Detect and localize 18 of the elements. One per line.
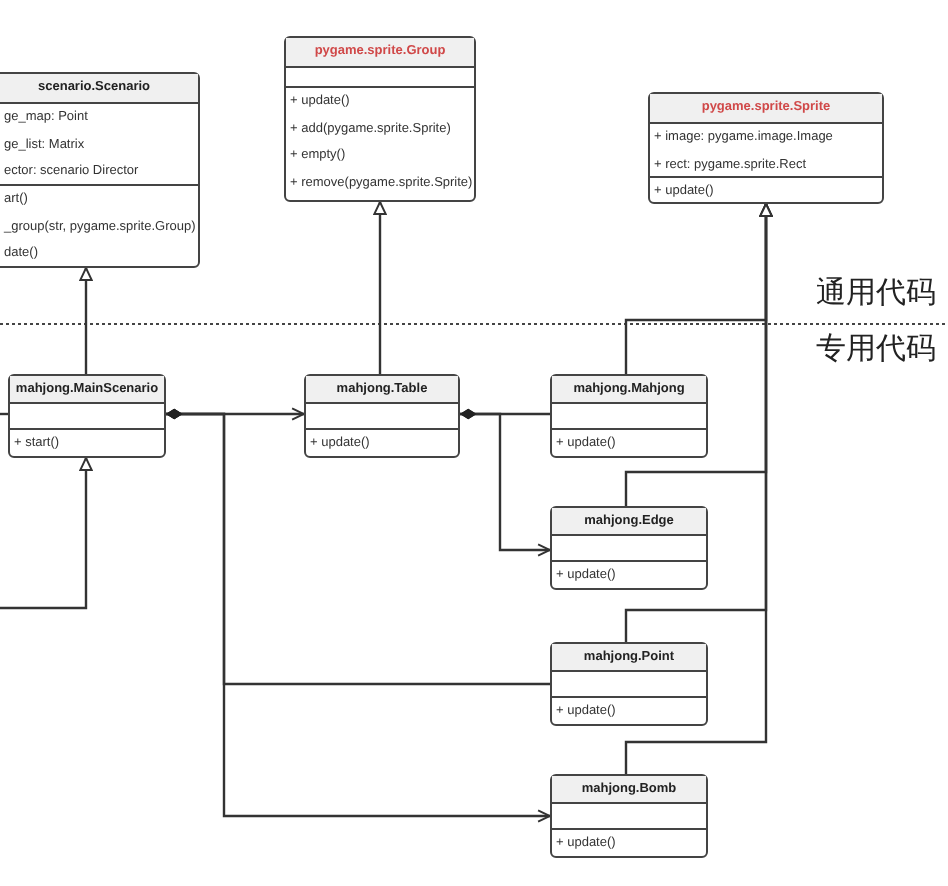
section-label: 专用代码 <box>816 330 936 368</box>
inheritance-arrow <box>373 201 387 374</box>
class-box <box>284 36 476 202</box>
class-box <box>648 92 884 204</box>
inheritance-arrow <box>624 203 773 774</box>
class-box <box>550 774 708 858</box>
composition-arrow <box>166 408 551 823</box>
class-box <box>8 374 166 458</box>
class-box <box>550 506 708 590</box>
class-box <box>0 72 200 268</box>
class-box <box>550 642 708 726</box>
inheritance-arrow <box>0 457 93 610</box>
inheritance-arrow <box>79 267 93 374</box>
section-label: 通用代码 <box>816 274 936 312</box>
class-box <box>550 374 708 458</box>
connector-line <box>0 412 8 416</box>
composition-arrow <box>460 408 551 557</box>
class-box <box>304 374 460 458</box>
